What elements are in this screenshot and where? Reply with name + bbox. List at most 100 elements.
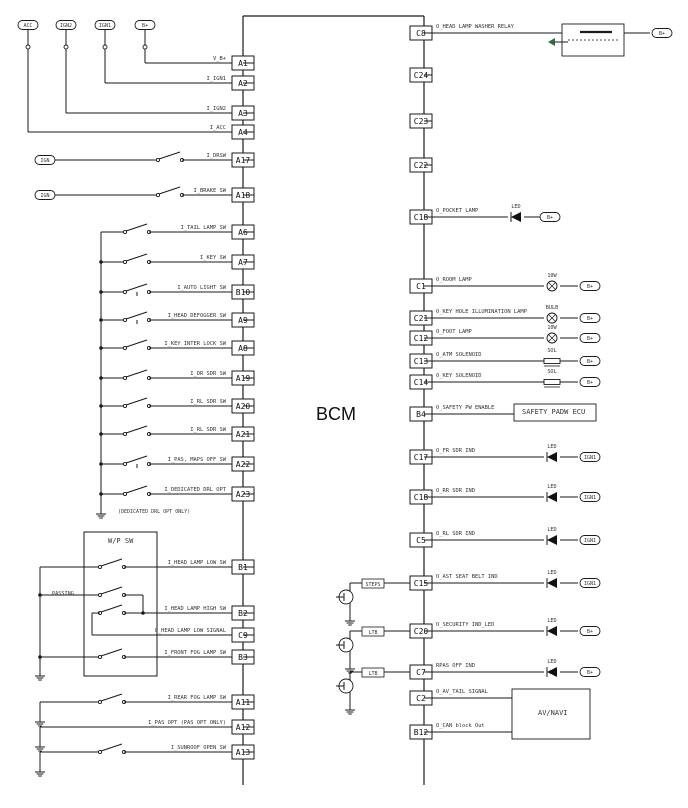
connector-oval	[579, 377, 601, 387]
sensor-label: LTB	[368, 671, 377, 677]
pin-label: C14	[414, 378, 429, 387]
switch-contact	[97, 592, 103, 598]
signal-label: I_IGN1	[207, 76, 226, 82]
signal-label: I_FRONT FOG LAMP SW	[164, 650, 226, 656]
sensor-label: LTB	[368, 630, 377, 636]
signal-label: I_BRAKE SW	[194, 188, 227, 194]
connector-label: B+	[587, 316, 593, 322]
led-icon	[547, 452, 557, 462]
signal-label: I_TAIL LAMP SW	[181, 225, 227, 231]
signal-label: I_KEY INTER LOCK SW	[164, 341, 226, 347]
signal-label: I_HEAD DEFOGGER SW	[168, 313, 227, 319]
connector-label: B+	[587, 380, 593, 386]
fuse-icon	[142, 44, 148, 50]
device-label: LED	[547, 618, 556, 624]
av-navi-box	[511, 688, 591, 740]
fuse-icon	[63, 44, 69, 50]
safety-padw-ecu-box	[513, 403, 597, 422]
lamp-icon	[548, 334, 556, 342]
switch-lever	[158, 151, 181, 160]
led-icon	[547, 626, 557, 636]
connector-oval	[539, 212, 561, 222]
switch-lever	[100, 586, 123, 595]
connector-label: B+	[587, 359, 593, 365]
device-label: 10W	[547, 273, 557, 279]
signal-label: V_B+	[213, 56, 227, 62]
connector-oval	[579, 667, 601, 677]
connector-oval	[579, 578, 601, 588]
device-label: LED	[547, 484, 556, 490]
signal-label: I_PAS, MAPS OFF SW	[168, 457, 227, 463]
device-label: SOL	[547, 348, 556, 354]
signal-label: O_FR SDR IND	[436, 448, 475, 454]
led-icon	[547, 667, 557, 677]
solenoid-icon	[543, 358, 561, 364]
signal-label: O_RR SDR IND	[436, 488, 475, 494]
relay-arrow-icon	[548, 38, 555, 46]
signal-label: O_FOOT LAMP	[436, 329, 472, 335]
connector-label: B+	[587, 284, 593, 290]
switch-lever	[125, 223, 148, 232]
pin-label: C5	[416, 536, 426, 545]
signal-label: O_HEAD LAMP WASHER RELAY	[436, 24, 515, 30]
signal-label: O_KEY SOLENOID	[436, 373, 481, 379]
safety-padw-ecu-label: SAFETY PADW ECU	[522, 408, 586, 416]
connector-label: B+	[659, 31, 665, 37]
lamp-icon	[548, 314, 556, 322]
pin-label: B12	[414, 728, 429, 737]
signal-label: I_DEDICATED DRL OPT	[164, 487, 226, 493]
pin-label: C21	[414, 314, 429, 323]
pin-label: C2	[416, 694, 426, 703]
switch-contact	[122, 345, 128, 351]
switch-lever	[100, 743, 123, 752]
led-icon	[547, 578, 557, 588]
switch-lever	[100, 693, 123, 702]
switch-lever	[125, 369, 148, 378]
connector-label: IGN1	[584, 538, 596, 544]
connector-oval	[651, 28, 673, 38]
signal-label: I_IGN2	[207, 106, 226, 112]
switch-lever	[125, 397, 148, 406]
connector-label: B+	[587, 670, 593, 676]
signal-label: I_RL SDR SW	[190, 427, 226, 433]
connector-oval	[579, 492, 601, 502]
switch-contact	[122, 403, 128, 409]
device-label: BULB	[546, 305, 559, 311]
signal-label: I_DRSW	[207, 153, 227, 159]
pin-label: C18	[414, 493, 429, 502]
dedicated-note: (DEDICATED DRL OPT ONLY)	[118, 509, 190, 515]
switch-lever	[125, 253, 148, 262]
switch-lever	[125, 455, 148, 464]
switch-lever	[158, 186, 181, 195]
solenoid-icon	[543, 379, 561, 385]
sensor-label: STEPS	[365, 582, 380, 588]
junction-dot	[141, 611, 145, 615]
device-label: LED	[547, 659, 556, 665]
signal-label: RPAS OFF IND	[436, 663, 475, 669]
pin-label: C20	[414, 627, 429, 636]
switch-lever	[100, 604, 123, 613]
av-navi-label: AV/NAVI	[538, 709, 568, 717]
signal-label: I_ACC	[210, 125, 226, 131]
switch-lever	[125, 311, 148, 320]
pin-label: C18	[414, 213, 429, 222]
pin-label: C15	[414, 579, 429, 588]
bcm-title: BCM	[316, 404, 356, 424]
lamp-icon	[548, 282, 556, 290]
connector-label: B+	[587, 629, 593, 635]
led-icon	[511, 212, 521, 222]
signal-label: I_KEY SW	[200, 255, 227, 261]
switch-contact	[122, 461, 128, 467]
signal-label: O_RL SDR IND	[436, 531, 475, 537]
connector-oval	[579, 313, 601, 323]
connector-label: B+	[142, 23, 148, 29]
signal-label: O_POCKET LAMP	[436, 208, 478, 214]
switch-lever	[125, 339, 148, 348]
pin-label: C24	[414, 71, 429, 80]
connector-label: IGN1	[99, 23, 111, 29]
device-label: LED	[547, 444, 556, 450]
signal-label: I_DR SDR SW	[190, 371, 226, 377]
switch-lever	[100, 558, 123, 567]
switch-lever	[125, 425, 148, 434]
switch-lever	[125, 485, 148, 494]
